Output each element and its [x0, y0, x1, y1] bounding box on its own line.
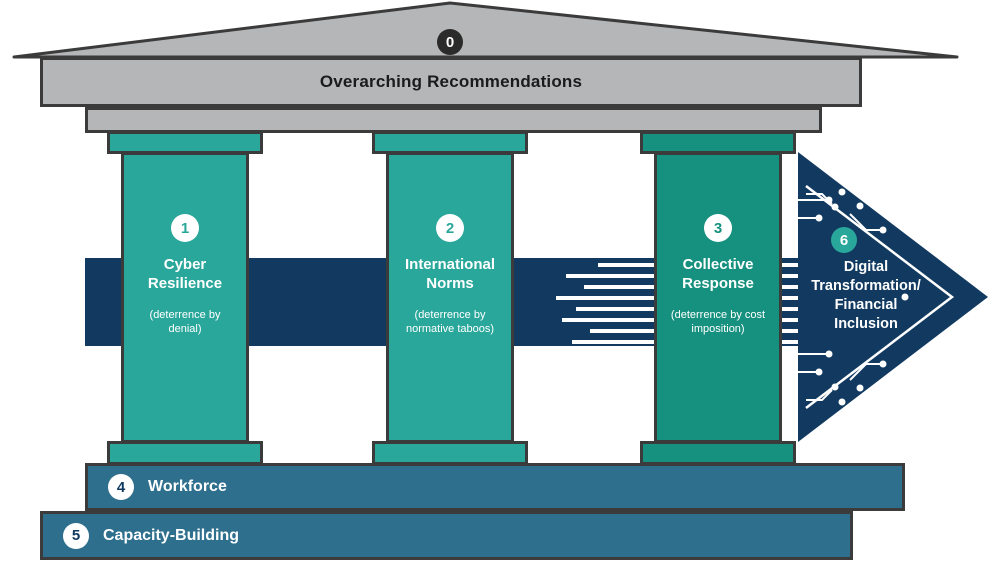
pillar-1-title: Cyber Resilience	[147, 256, 223, 292]
pillar-3-subtitle: (deterrence by cost imposition)	[670, 308, 766, 335]
pillar-3-capital	[640, 131, 796, 154]
badge-3: 3	[704, 214, 732, 242]
pediment-title: Overarching Recommendations	[319, 72, 583, 91]
step-workforce: 4 Workforce	[85, 463, 905, 511]
pillar-1-shaft	[121, 152, 249, 443]
pillar-2-title: International Norms	[404, 256, 495, 292]
badge-4: 4	[108, 474, 134, 500]
badge-5: 5	[63, 522, 89, 549]
badge-2: 2	[436, 214, 464, 242]
pillar-1-text: Cyber Resilience (deterrence by denial)	[135, 256, 235, 336]
pillar-1-capital	[107, 131, 263, 154]
architrave-bar	[85, 107, 822, 133]
pillar-2-capital	[372, 131, 528, 154]
entablature: Overarching Recommendations	[40, 57, 862, 107]
pillar-2-base	[372, 441, 528, 465]
pillar-1-base	[107, 441, 263, 465]
badge-6: 6	[831, 227, 857, 253]
pillar-1-subtitle: (deterrence by denial)	[149, 308, 221, 335]
pillar-2-subtitle: (deterrence by normative taboos)	[405, 308, 495, 335]
pillar-3-shaft	[654, 152, 782, 443]
pillar-3-text: Collective Response (deterrence by cost …	[668, 256, 768, 336]
badge-1: 1	[171, 214, 199, 242]
step-workforce-label: Workforce	[148, 478, 227, 495]
step-capacity-label: Capacity-Building	[103, 526, 240, 544]
badge-0: 0	[437, 29, 463, 55]
step-capacity-building: 5 Capacity-Building	[40, 511, 853, 560]
arrow-title: Digital Transformation/ Financial Inclus…	[811, 259, 921, 332]
pillar-3-base	[640, 441, 796, 465]
pillar-2-shaft	[386, 152, 514, 443]
pillar-2-text: International Norms (deterrence by norma…	[400, 256, 500, 336]
pillar-3-title: Collective Response	[682, 256, 754, 292]
